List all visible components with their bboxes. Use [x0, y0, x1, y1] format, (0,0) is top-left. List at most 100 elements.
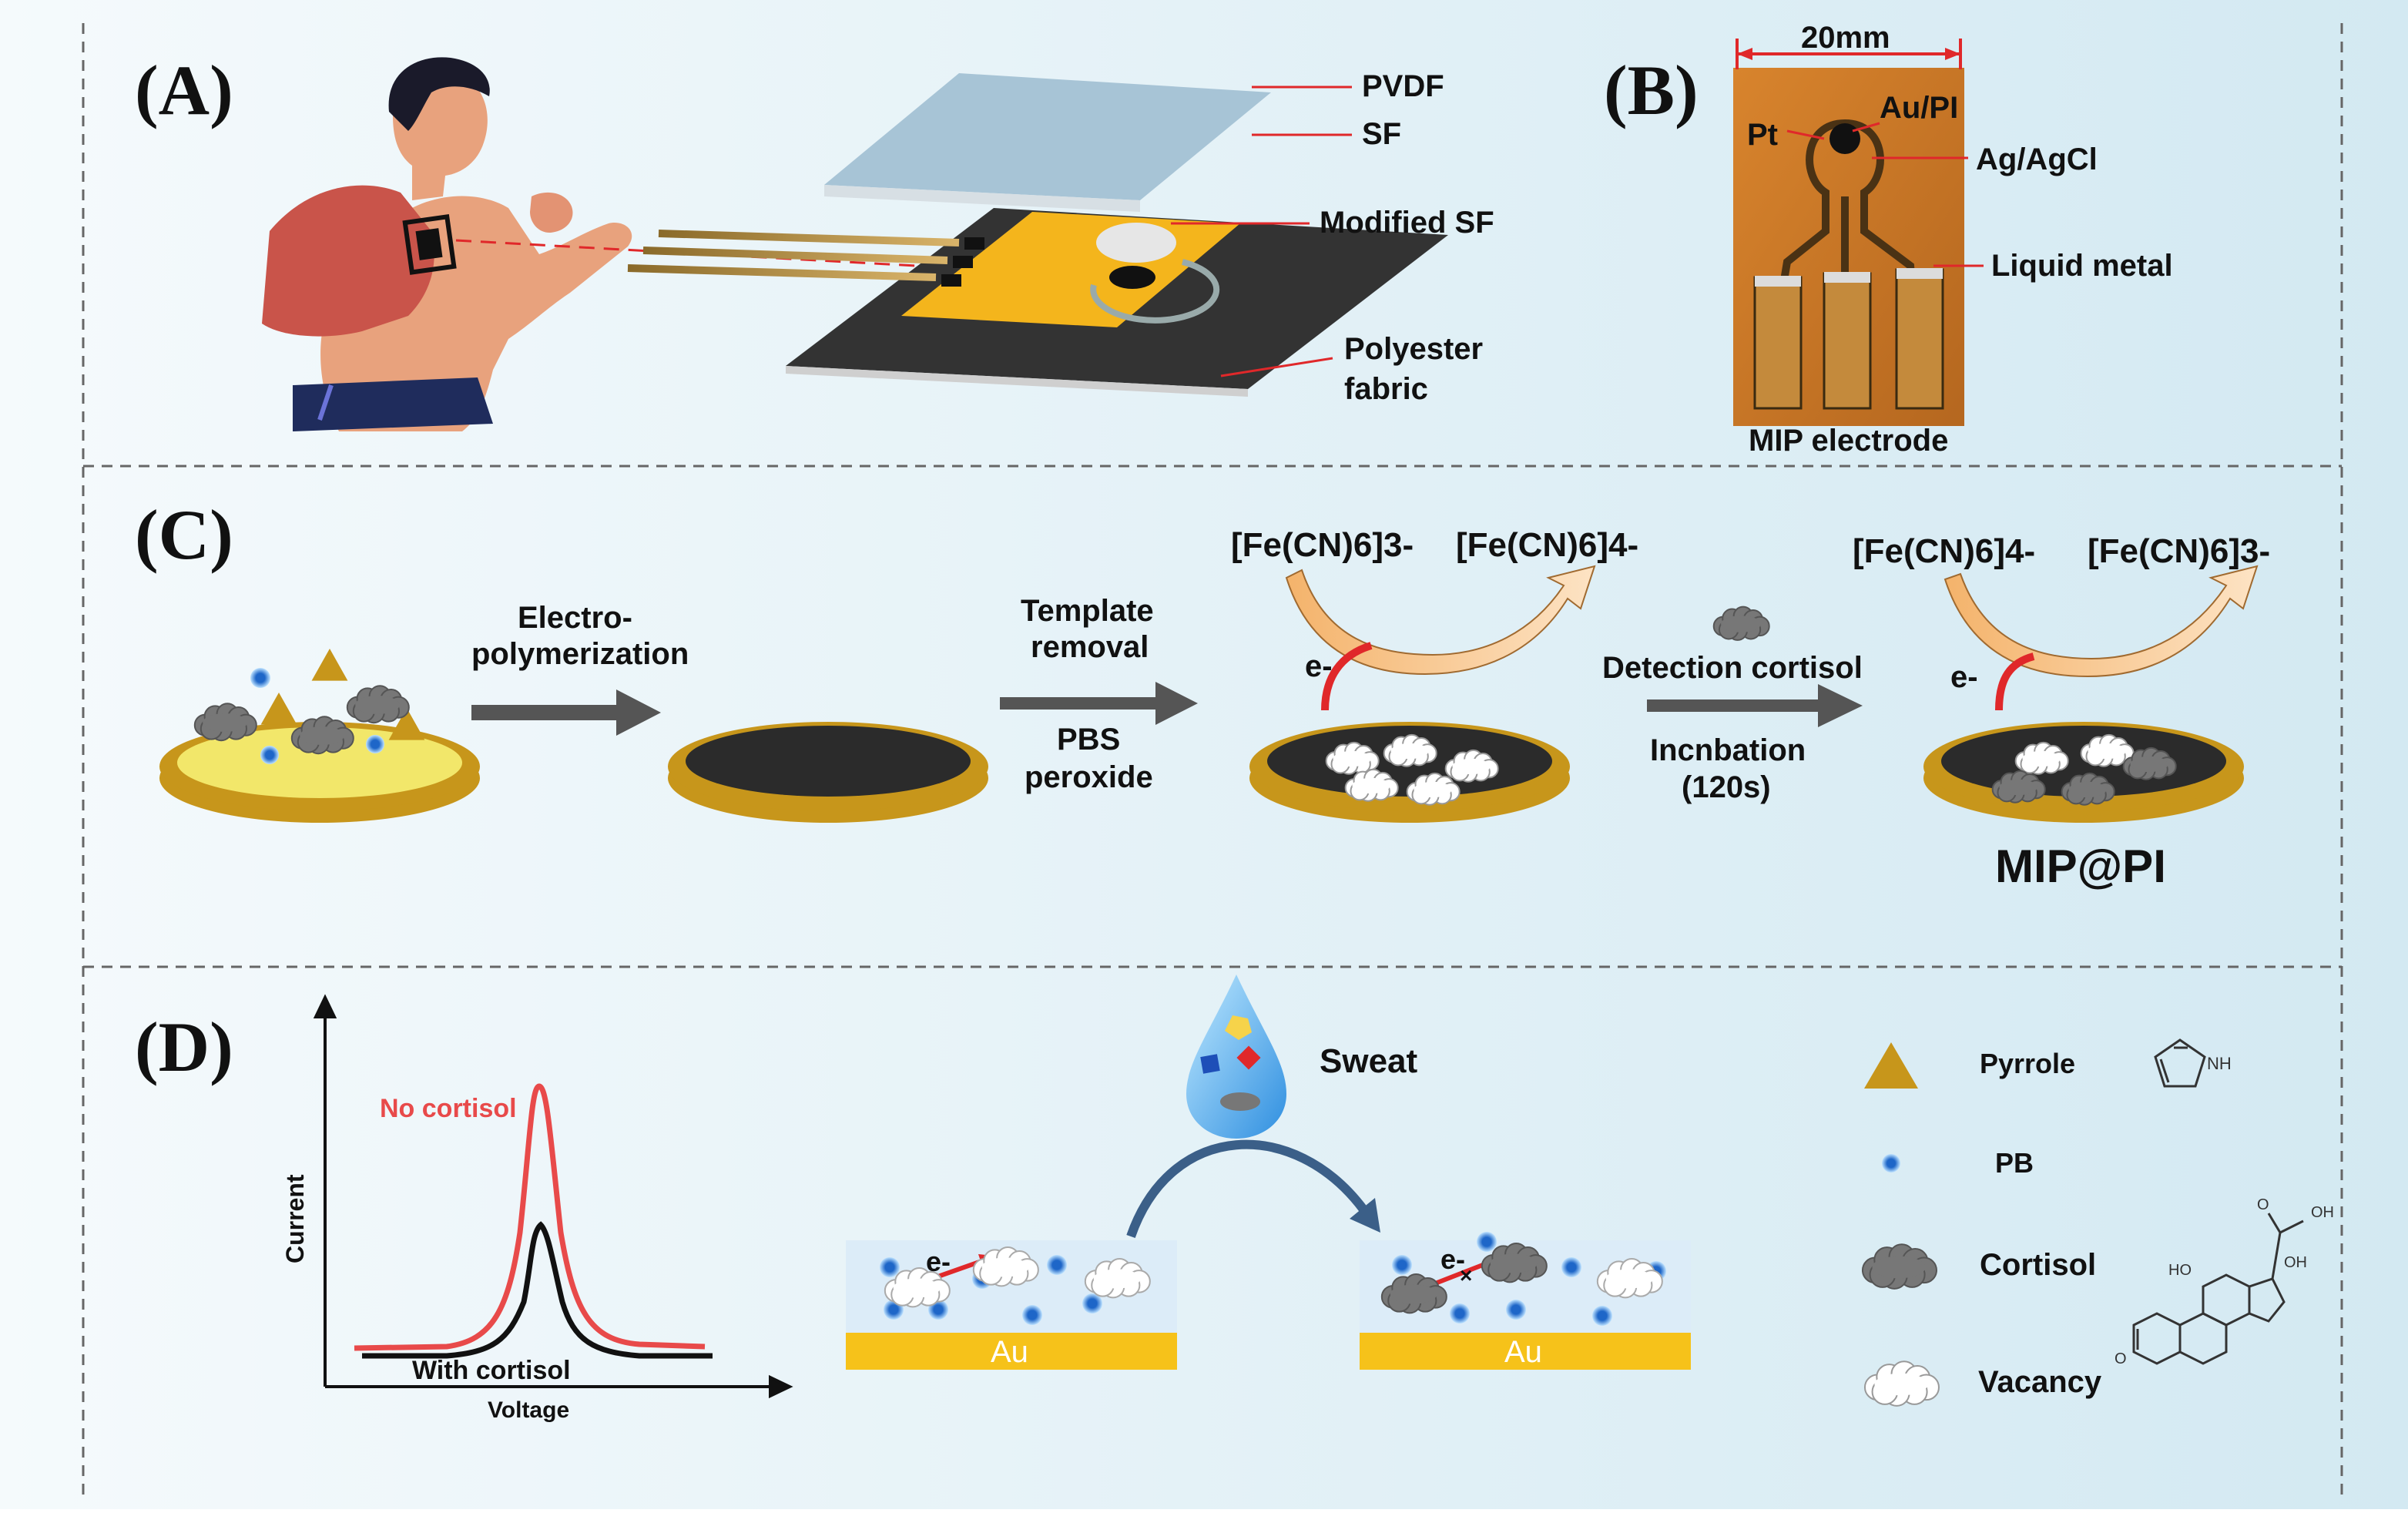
step1-line1: Electro- [518, 601, 632, 635]
mip-pi-electrode [1923, 722, 2244, 823]
cortisol-o-3: O [2115, 1350, 2127, 1367]
bare-electrode-with-monomers [159, 722, 480, 823]
cortisol-structure [2132, 1213, 2304, 1365]
electron-label-d2: e- [1440, 1243, 1465, 1275]
vacancy-core [1352, 777, 1390, 794]
vacancy-legend-icon [1863, 1360, 1940, 1407]
vacancy-core [1390, 743, 1429, 760]
pb-particle [1082, 1293, 1102, 1313]
vacancy [1596, 1257, 1663, 1299]
cortisol-template [193, 703, 257, 742]
step2-line4: peroxide [1025, 760, 1153, 794]
vacancy-core [1333, 750, 1371, 767]
vacancy-core [893, 1278, 941, 1298]
panel-d-label: (D) [135, 1008, 233, 1086]
pb-particle [1450, 1303, 1470, 1323]
au-label-before: Au [991, 1335, 1028, 1369]
scale-bar [1736, 39, 1962, 69]
label-pvdf: PVDF [1362, 69, 1444, 103]
pb-particle [1506, 1300, 1526, 1320]
label-polyester: Polyester [1344, 332, 1483, 366]
scale-bar-label: 20mm [1801, 21, 1890, 55]
pb-particle [1592, 1306, 1612, 1326]
panel-d-particles [880, 1232, 1666, 1326]
curve-with-cortisol [362, 1221, 713, 1359]
bound-cortisol-core [2068, 781, 2107, 798]
vacancy [1325, 741, 1380, 775]
cortisol-template-core [203, 713, 247, 732]
bound-cortisol-core [1999, 779, 2037, 796]
bound-cortisol [1481, 1242, 1548, 1283]
exploded-device [627, 73, 1448, 397]
blocked-mark: × [1460, 1263, 1472, 1287]
pyrrole-nh: NH [2207, 1054, 2232, 1073]
pb-legend-icon [1882, 1154, 1900, 1172]
label-modified-sf: Modified SF [1320, 206, 1494, 240]
pb-particle [1022, 1305, 1042, 1325]
pyrrole-structure [2154, 1038, 2206, 1088]
cortisol-template [290, 716, 354, 755]
bound-cortisol-core [2130, 756, 2168, 773]
process-arrows [471, 682, 1863, 736]
pb-particle [1047, 1255, 1067, 1275]
electron-label-c2: e- [1950, 660, 1978, 694]
frame-lines [82, 23, 2343, 1498]
label-au-pi: Au/PI [1880, 91, 1958, 125]
label-fabric: fabric [1344, 372, 1428, 406]
cortisol-molecule [1712, 606, 1770, 641]
working-electrode-dot [1109, 266, 1155, 289]
curve-with-label: With cortisol [412, 1356, 571, 1385]
cortisol-oh-17: OH [2284, 1254, 2307, 1271]
vacancy-legend-shape [1863, 1360, 1940, 1407]
vacancy-legend-shape-core [1874, 1373, 1928, 1396]
pyrrole-monomer [388, 708, 425, 740]
layer-leaders [1171, 86, 1352, 377]
cortisol-legend-shape [1861, 1243, 1937, 1290]
bound-cortisol-core [1390, 1284, 1437, 1304]
electrode-leaders [1786, 122, 1984, 267]
ferri-label-c1: [Fe(CN)6]3- [1231, 526, 1414, 564]
transfer-arc-arrow [1126, 1139, 1367, 1238]
vacancy-core [981, 1257, 1029, 1277]
ferri-label-c2: [Fe(CN)6]3- [2088, 532, 2270, 570]
cortisol-template-core [300, 726, 344, 745]
legend-vacancy: Vacancy [1978, 1365, 2102, 1399]
panel-a-label: (A) [135, 51, 233, 129]
sensor-patch-icon [402, 214, 457, 275]
bound-cortisol-core [1490, 1253, 1538, 1273]
cortisol-o-20: O [2257, 1196, 2269, 1213]
mip-electrode-photo [1733, 68, 1964, 426]
step3-line1: Incnbation [1650, 733, 1806, 767]
vacancy [1344, 768, 1399, 802]
vacancy [884, 1266, 951, 1308]
ferro-label-c1: [Fe(CN)6]4- [1456, 526, 1638, 564]
vacancy [1406, 772, 1461, 806]
vacancy [1383, 733, 1437, 767]
step2-line3: PBS [1057, 723, 1120, 756]
vacancy-core [1093, 1269, 1141, 1289]
step2-line1: Template [1021, 594, 1154, 628]
legend-cortisol: Cortisol [1980, 1248, 2096, 1282]
pb-particle [1477, 1232, 1497, 1252]
panel-b-label: (B) [1604, 51, 1699, 129]
ferro-label-c2: [Fe(CN)6]4- [1853, 532, 2035, 570]
modified-sf-disk [1096, 223, 1176, 263]
panel-c-particles [193, 606, 2177, 806]
y-axis-label: Current [281, 1174, 309, 1263]
cortisol-oh-21: OH [2311, 1204, 2334, 1221]
pyrrole-legend-icon [1864, 1042, 1918, 1089]
cortisol-molecule-core [1721, 616, 1761, 632]
cortisol-legend-icon [1861, 1243, 1937, 1290]
label-sf: SF [1362, 117, 1401, 151]
electron-path-c1 [1321, 642, 1373, 711]
pb-particle [260, 746, 279, 764]
sweat-label: Sweat [1320, 1042, 1418, 1080]
runner-illustration [262, 57, 632, 431]
cortisol-template-core [355, 696, 400, 714]
pb-particle [366, 735, 384, 753]
vacancy-core [2022, 750, 2061, 767]
cortisol-legend-shape-core [1872, 1256, 1926, 1279]
legend-pyrrole: Pyrrole [1980, 1048, 2075, 1079]
